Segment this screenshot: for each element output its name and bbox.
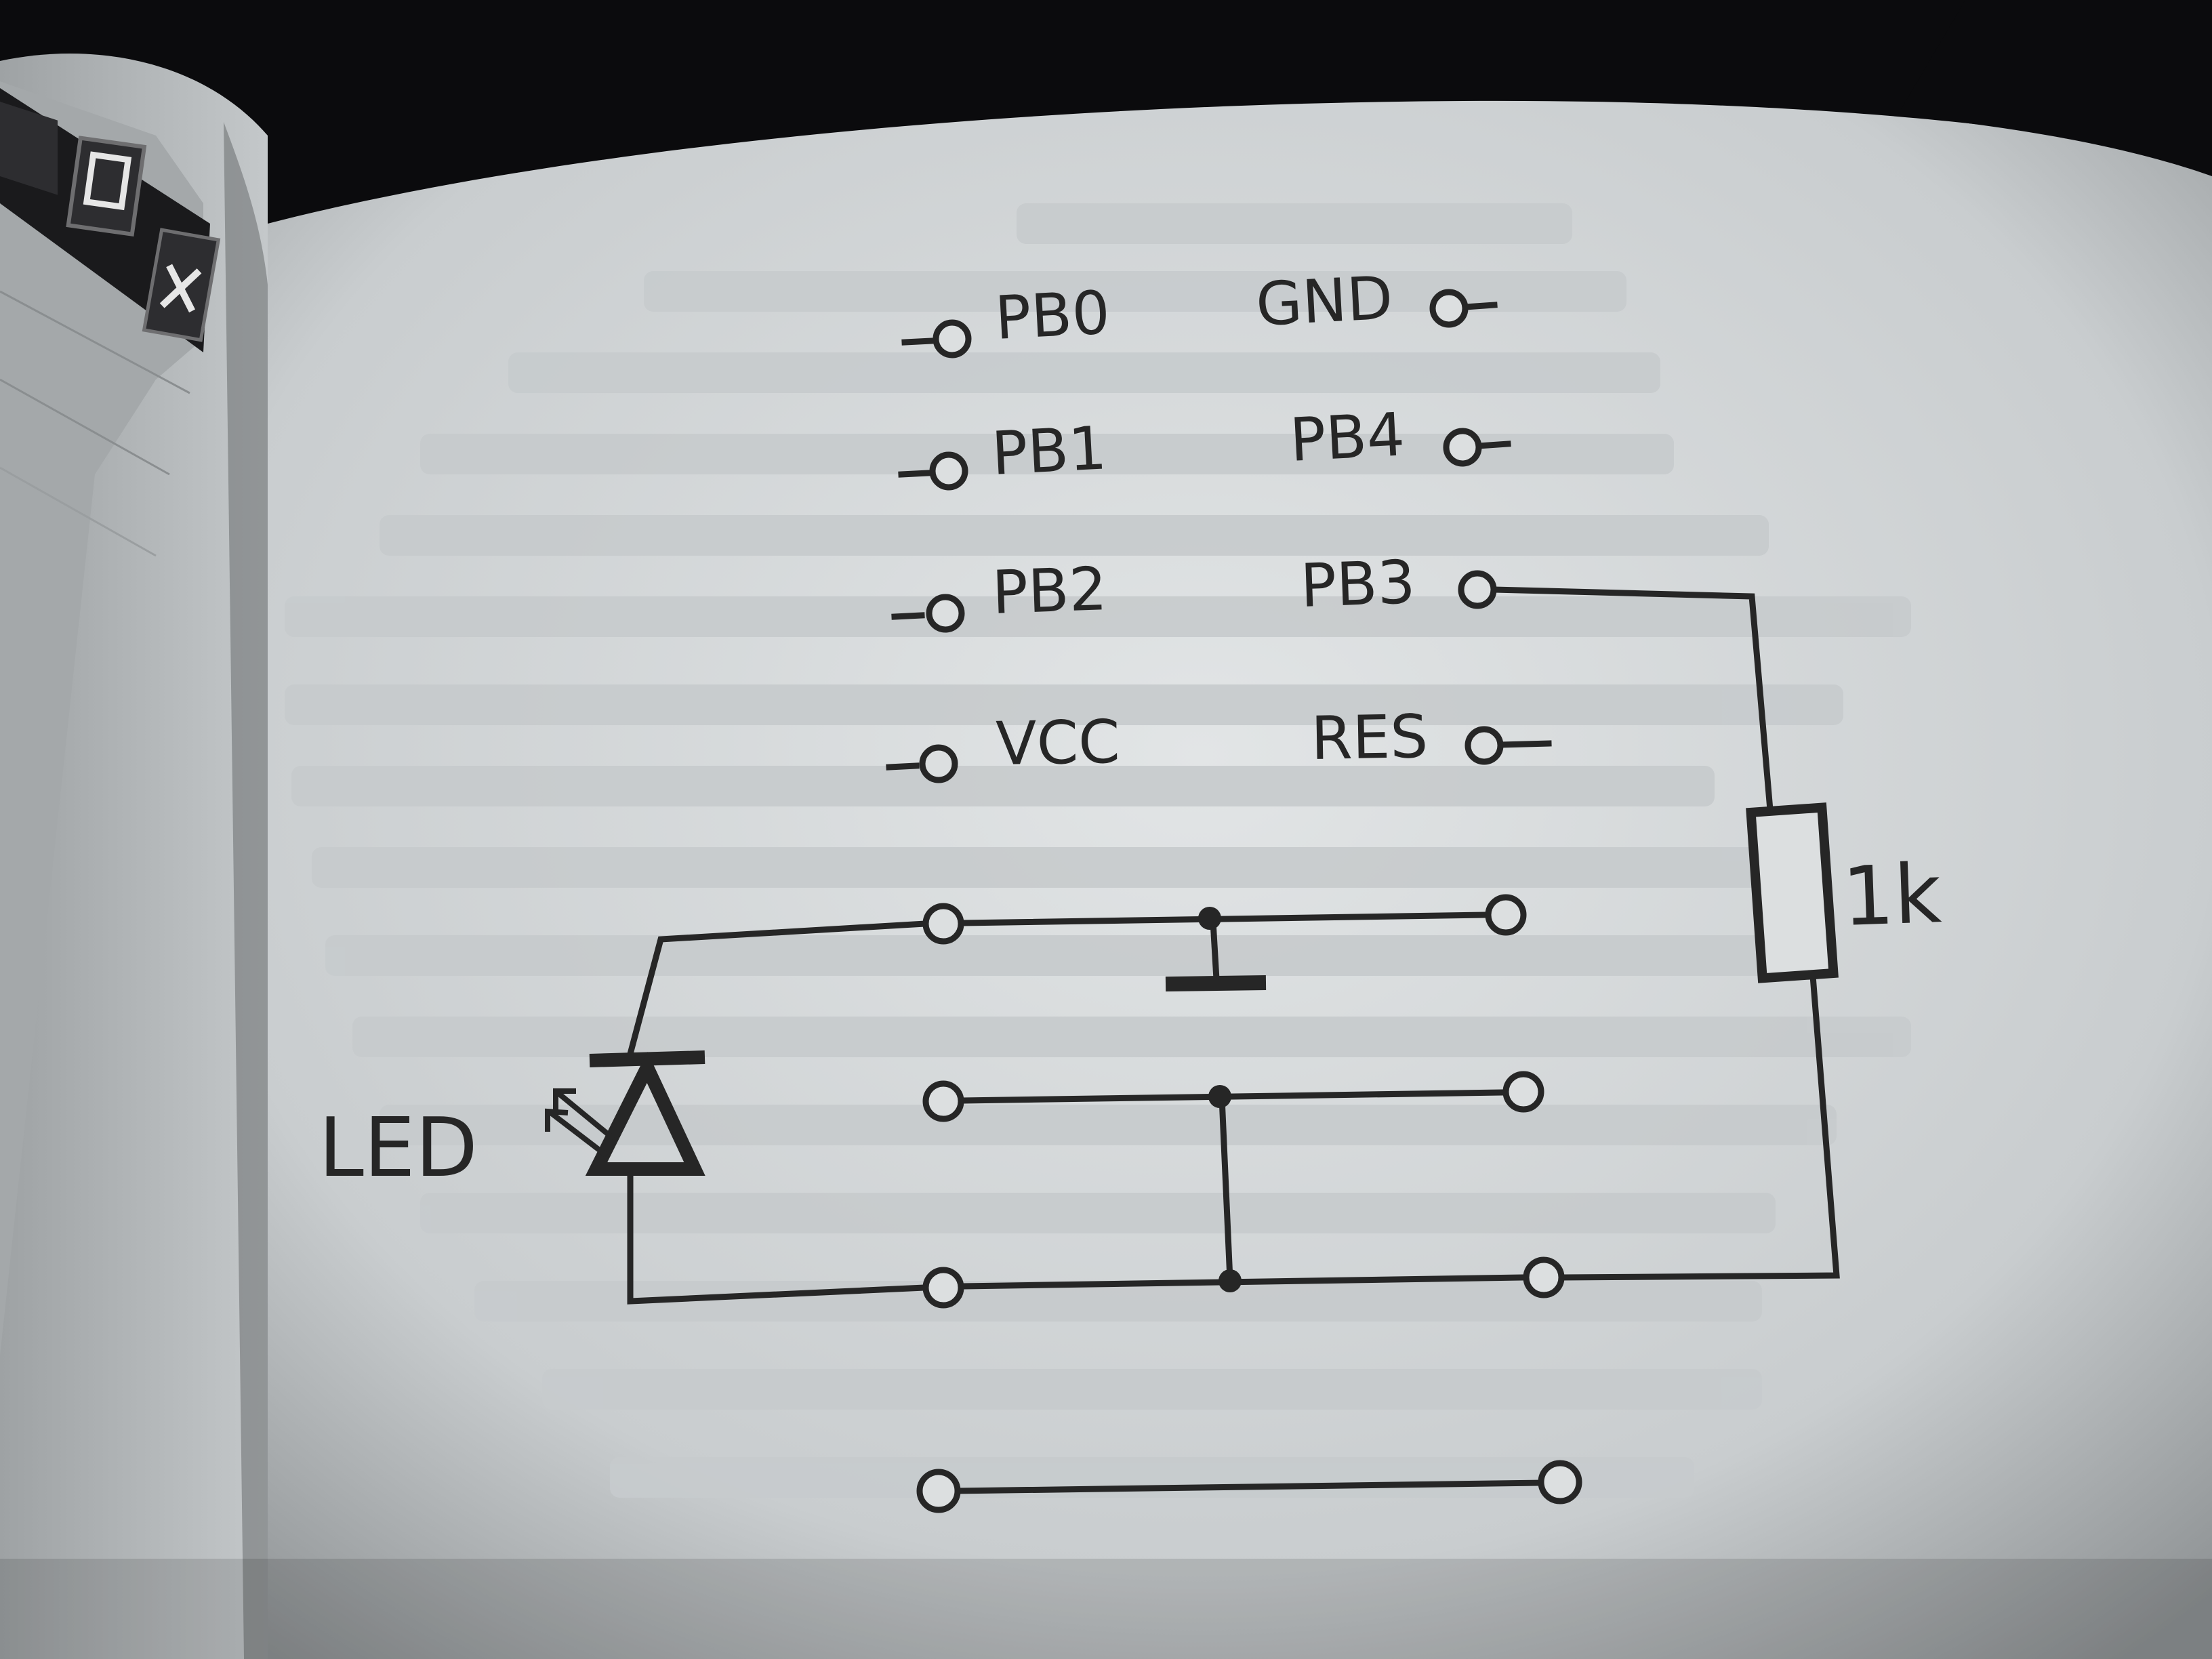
window-minimize-icon: [0, 102, 58, 195]
top-row-junction: [1198, 907, 1221, 930]
bottom-link-left-terminal: [916, 1469, 961, 1513]
top-row-left-terminal: [922, 903, 964, 945]
bottom-link-right-terminal: [1538, 1460, 1582, 1504]
led-light-arrows-icon: [545, 1088, 615, 1158]
pin-vcc-terminal: [919, 744, 958, 783]
pin-res: RES: [1311, 701, 1552, 773]
pin-pb4: PB4: [1288, 399, 1511, 475]
resistor-1k: 1k: [1746, 802, 1943, 983]
wire-middle-to-bottom-junction: [1218, 1094, 1233, 1283]
bottom-row-junction: [1218, 1269, 1242, 1292]
pin-pb3-terminal: [1458, 570, 1497, 609]
pin-pb1: PB1: [898, 413, 1109, 491]
pin-pb4-label: PB4: [1288, 399, 1407, 475]
pin-pb1-terminal: [929, 451, 968, 491]
wire-pb3-to-resistor: [1490, 586, 1774, 813]
pin-pb2-terminal: [926, 594, 965, 633]
pin-pb1-label: PB1: [990, 413, 1109, 489]
window-maximize-icon: [66, 136, 147, 237]
middle-row-right-terminal: [1502, 1071, 1544, 1113]
window-close-icon: [142, 228, 221, 342]
bottom-row-left-terminal: [922, 1267, 964, 1309]
bottom-row-right-terminal: [1523, 1256, 1565, 1298]
window-screenshot-fragment: [0, 81, 221, 1355]
schematic-diagram: PB0 PB1 PB2 VCC GND PB4 PB3: [319, 263, 1943, 1513]
pin-res-terminal: [1465, 726, 1504, 765]
pin-gnd-terminal: [1429, 289, 1469, 328]
button-plunger-bar: [1165, 975, 1267, 991]
pin-gnd-label: GND: [1254, 263, 1395, 340]
wire-resistor-to-bottom-right: [1562, 972, 1840, 1281]
pin-pb3: PB3: [1299, 547, 1497, 621]
pin-pb3-label: PB3: [1299, 547, 1416, 621]
pin-pb4-terminal: [1443, 428, 1482, 467]
middle-row-left-terminal: [922, 1080, 964, 1122]
wire-top-row-left: [626, 920, 928, 1058]
pin-pb0-terminal: [933, 319, 972, 359]
pin-vcc-label: VCC: [996, 707, 1121, 779]
pin-pb2-label: PB2: [991, 554, 1108, 628]
led-anode-triangle: [585, 1052, 705, 1176]
pin-vcc: VCC: [886, 707, 1121, 783]
top-row-right-terminal: [1485, 894, 1527, 936]
resistor-1k-label: 1k: [1841, 847, 1943, 945]
pin-gnd: GND: [1254, 263, 1498, 340]
pin-pb0: PB0: [901, 277, 1112, 359]
wire-bottom-row-left: [627, 1179, 928, 1305]
bottom-link: [916, 1460, 1582, 1513]
pin-pb2: PB2: [891, 554, 1108, 633]
pin-pb0-label: PB0: [994, 277, 1112, 353]
led-diode: LED: [319, 1050, 705, 1195]
pin-res-label: RES: [1311, 701, 1429, 773]
led-label: LED: [319, 1101, 478, 1195]
button-plunger-stem: [1210, 918, 1220, 983]
wire-middle-row: [958, 1089, 1508, 1104]
